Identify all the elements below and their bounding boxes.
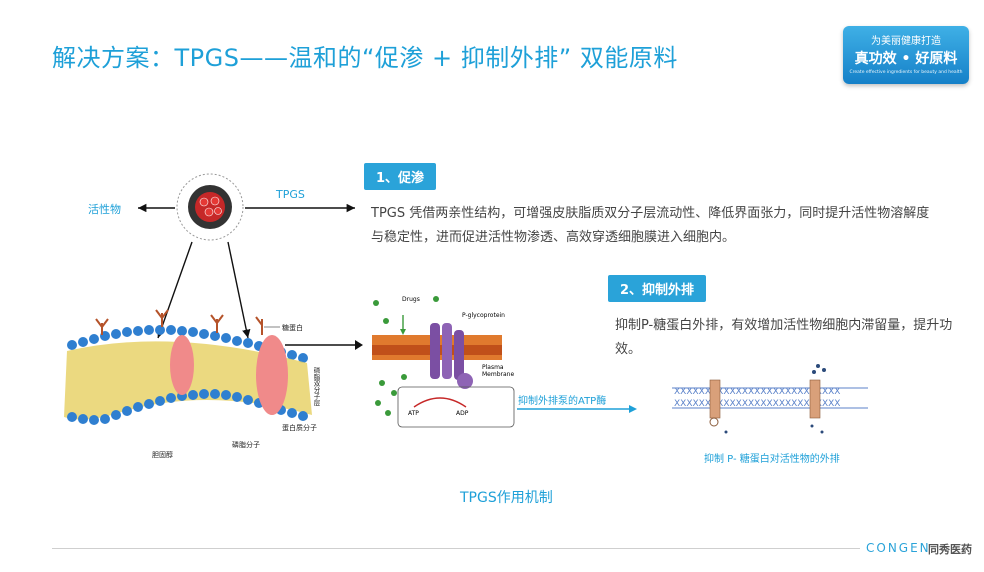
protein-label: 蛋白质分子 xyxy=(282,423,317,432)
adp-label: ADP xyxy=(456,410,469,417)
page-title: 解决方案：TPGS——温和的“促渗 + 抑制外排” 双能原料 xyxy=(52,44,678,72)
protein-shape xyxy=(256,335,288,415)
membrane-label: Membrane xyxy=(482,371,514,378)
svg-text:XXXXXXXXXXXXXXXXXXXXXXXXXXX: XXXXXXXXXXXXXXXXXXXXXXXXXXX xyxy=(674,387,840,397)
badge-line3: Create effective ingredients for beauty … xyxy=(849,70,963,75)
pgp-inhibition-diagram: XXXXXXXXXXXXXXXXXXXXXXXXXXX XXXXXXXXXXXX… xyxy=(672,364,868,434)
atp-label: ATP xyxy=(408,410,419,417)
membrane-to-pgp-arrow xyxy=(285,340,363,350)
section1-tag: 1、促渗 xyxy=(364,163,437,190)
section2-text: 抑制P-糖蛋白外排，有效增加活性物细胞内滞留量，提升功效。 xyxy=(615,318,953,357)
atpase-label: 抑制外排泵的ATP酶 xyxy=(518,396,607,407)
micelle-diagram xyxy=(138,173,355,339)
footer-divider xyxy=(52,548,860,549)
active-substance-label: 活性物 xyxy=(88,203,121,216)
phospholipid-molecule-label: 磷脂分子 xyxy=(232,440,260,449)
cell-membrane-illustration: 糖蛋白 磷脂双分子层 蛋白质分子 磷脂分子 胆固醇 xyxy=(64,309,320,459)
drugs-label: Drugs xyxy=(402,296,420,303)
pgp-inhibition-caption: 抑制 P- 糖蛋白对活性物的外排 xyxy=(704,454,840,465)
badge-line1: 为美丽健康打造 xyxy=(871,36,941,47)
tpgs-label: TPGS xyxy=(276,188,305,201)
atpase-arrow xyxy=(517,405,637,413)
footer-logo-cn: 同秀医药 xyxy=(928,543,972,556)
plasma-label: Plasma xyxy=(482,364,504,371)
glycoprotein-label: 糖蛋白 xyxy=(282,323,303,332)
mechanism-caption: TPGS作用机制 xyxy=(460,490,553,506)
section1-text: TPGS 凭借两亲性结构，可增强皮肤脂质双分子层流动性、降低界面张力，同时提升活… xyxy=(371,206,930,245)
svg-text:XXXXXXXXXXXXXXXXXXXXXXXXXXX: XXXXXXXXXXXXXXXXXXXXXXXXXXX xyxy=(674,399,840,409)
pgp-label: P-glycoprotein xyxy=(462,312,505,319)
pgp-diagram: Drugs P-glycoprotein Plasma Membrane ATP… xyxy=(370,295,520,435)
protein-shape xyxy=(170,335,194,395)
bilayer-label: 磷脂双分子层 xyxy=(312,366,320,408)
brand-badge: 为美丽健康打造 真功效 • 好原料 Create effective ingre… xyxy=(843,26,969,84)
cholesterol-label: 胆固醇 xyxy=(152,450,173,459)
micelle-icon xyxy=(176,173,244,241)
section2-tag: 2、抑制外排 xyxy=(608,275,707,302)
footer-logo-en: CONGEN xyxy=(866,541,931,555)
badge-line2: 真功效 • 好原料 xyxy=(854,51,958,67)
